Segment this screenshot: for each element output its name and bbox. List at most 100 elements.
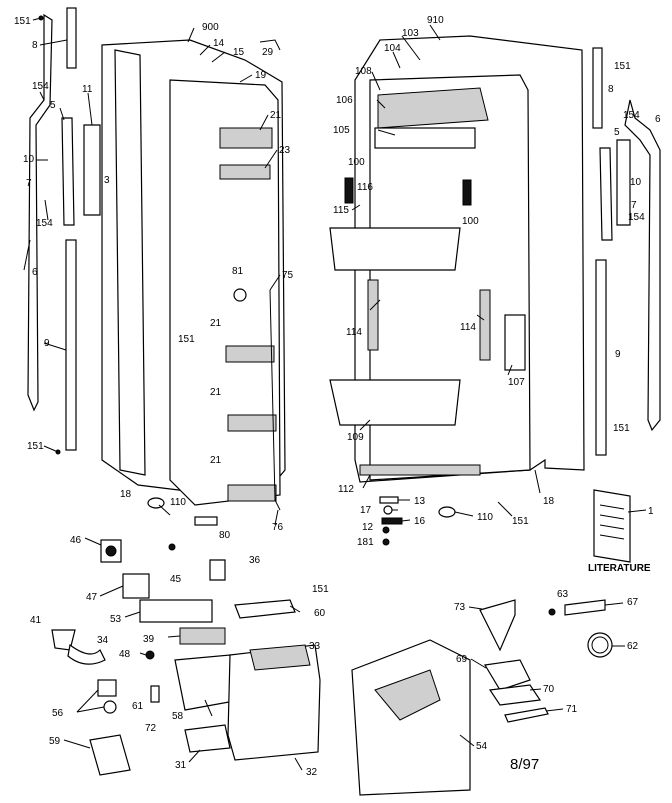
plate-53 bbox=[139, 599, 213, 623]
label-107: 107 bbox=[508, 377, 525, 388]
cap-48 bbox=[145, 650, 155, 660]
literature-booklet bbox=[593, 489, 631, 563]
part-16 bbox=[381, 517, 403, 525]
label-109: 109 bbox=[347, 432, 364, 443]
label-6: 6 bbox=[655, 114, 661, 125]
bin-21-c bbox=[227, 414, 277, 432]
label-151: 151 bbox=[512, 516, 529, 527]
dispenser-32 bbox=[227, 644, 321, 761]
dispenser-parts bbox=[51, 539, 321, 776]
bin-21-a bbox=[219, 127, 273, 149]
handle-mount-11 bbox=[83, 124, 101, 216]
label-151: 151 bbox=[14, 16, 31, 27]
label-56: 56 bbox=[52, 708, 64, 719]
label-7: 7 bbox=[631, 200, 637, 211]
cover-54 bbox=[351, 639, 471, 796]
harness-34 bbox=[67, 643, 106, 665]
screw-45 bbox=[168, 543, 176, 551]
label-154: 154 bbox=[36, 218, 53, 229]
bracket-47 bbox=[122, 573, 150, 599]
right-door-trim-strips bbox=[592, 47, 661, 456]
label-10: 10 bbox=[630, 177, 642, 188]
left-door-trim-strips bbox=[27, 7, 101, 455]
trim-strip-9-left bbox=[65, 239, 77, 451]
label-900: 900 bbox=[202, 22, 219, 33]
label-17: 17 bbox=[360, 505, 372, 516]
label-23: 23 bbox=[279, 145, 291, 156]
label-54: 54 bbox=[476, 741, 488, 752]
label-75: 75 bbox=[282, 270, 294, 281]
part-56 bbox=[97, 679, 117, 697]
label-34: 34 bbox=[97, 635, 109, 646]
label-21: 21 bbox=[210, 387, 222, 398]
label-105: 105 bbox=[333, 125, 350, 136]
cap-110-right bbox=[438, 506, 456, 518]
label-114: 114 bbox=[346, 327, 362, 338]
label-62: 62 bbox=[627, 641, 639, 652]
label-19: 19 bbox=[255, 70, 267, 81]
dispenser-door-parts bbox=[351, 599, 613, 796]
label-6: 6 bbox=[32, 267, 38, 278]
label-151: 151 bbox=[27, 441, 44, 452]
booklet-1 bbox=[593, 489, 631, 563]
label-110: 110 bbox=[477, 512, 493, 523]
label-18: 18 bbox=[543, 496, 555, 507]
label-67: 67 bbox=[627, 597, 639, 608]
label-21: 21 bbox=[270, 110, 282, 121]
label-70: 70 bbox=[543, 684, 555, 695]
rail-23 bbox=[219, 164, 271, 180]
label-13: 13 bbox=[414, 496, 426, 507]
part-72 bbox=[150, 685, 160, 703]
label-21: 21 bbox=[210, 318, 222, 329]
label-61: 61 bbox=[132, 701, 144, 712]
label-11: 11 bbox=[82, 84, 93, 95]
rail-105 bbox=[374, 127, 476, 149]
label-46: 46 bbox=[70, 535, 82, 546]
handle-5-left bbox=[61, 117, 75, 226]
literature-caption: LITERATURE bbox=[588, 563, 651, 574]
label-151: 151 bbox=[614, 61, 631, 72]
shelf-115 bbox=[329, 227, 461, 271]
wire-29 bbox=[259, 39, 281, 51]
door-liner-19 bbox=[169, 79, 281, 506]
label-181: 181 bbox=[357, 537, 374, 548]
hinge-80 bbox=[194, 516, 218, 526]
board-39 bbox=[179, 627, 226, 645]
label-12: 12 bbox=[362, 522, 374, 533]
dairy-door-106 bbox=[377, 87, 489, 129]
pad-59 bbox=[89, 734, 131, 776]
date-code: 8/97 bbox=[510, 756, 539, 773]
label-32: 32 bbox=[306, 767, 318, 778]
label-31: 31 bbox=[175, 760, 187, 771]
label-14: 14 bbox=[213, 38, 225, 49]
label-73: 73 bbox=[454, 602, 466, 613]
label-69: 69 bbox=[456, 654, 468, 665]
label-112: 112 bbox=[338, 484, 354, 495]
leader-lines bbox=[23, 17, 647, 771]
screw-181 bbox=[382, 538, 390, 546]
label-21: 21 bbox=[210, 455, 222, 466]
cap-110-left bbox=[147, 497, 165, 509]
fresh-door-right bbox=[329, 35, 585, 483]
label-9: 9 bbox=[44, 338, 50, 349]
label-39: 39 bbox=[143, 634, 155, 645]
rail-114-right bbox=[479, 289, 491, 361]
bar-60 bbox=[234, 599, 296, 619]
gasket-6-left bbox=[27, 13, 53, 412]
label-71: 71 bbox=[566, 704, 578, 715]
label-8: 8 bbox=[32, 40, 38, 51]
label-63: 63 bbox=[557, 589, 569, 600]
chute-33 bbox=[249, 644, 311, 671]
label-16: 16 bbox=[414, 516, 426, 527]
clip-100-a bbox=[344, 177, 354, 204]
label-151: 151 bbox=[178, 334, 195, 345]
label-100: 100 bbox=[348, 157, 365, 168]
label-36: 36 bbox=[249, 555, 261, 566]
label-41: 41 bbox=[30, 615, 42, 626]
label-10: 10 bbox=[23, 154, 35, 165]
label-29: 29 bbox=[262, 47, 274, 58]
label-910: 910 bbox=[427, 15, 444, 26]
rail-114-left bbox=[367, 279, 379, 351]
